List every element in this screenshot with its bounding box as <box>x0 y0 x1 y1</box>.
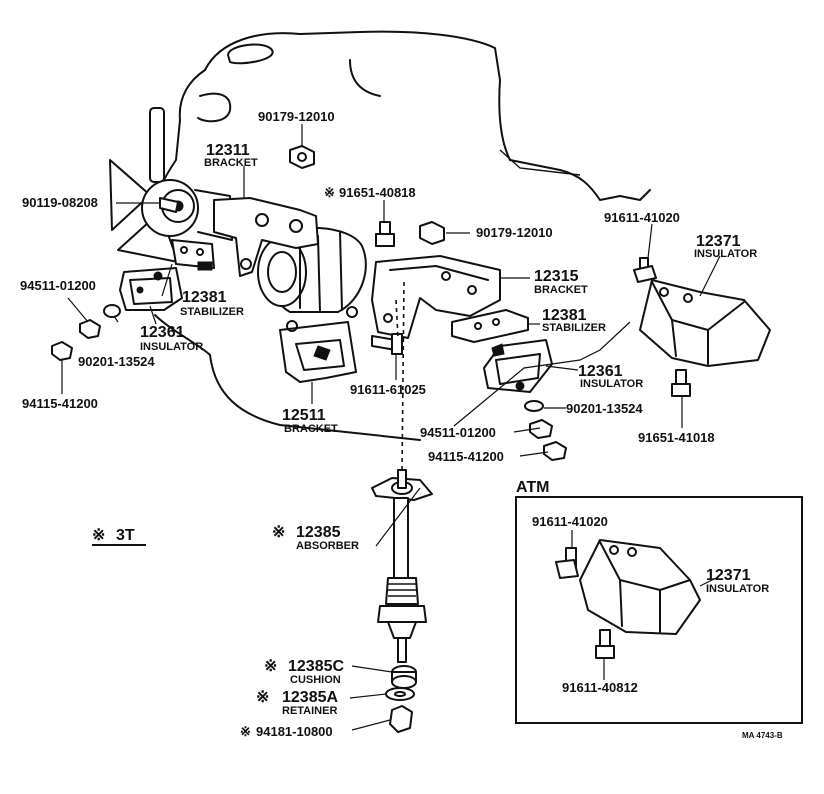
label-90201-13524-left: 90201-13524 <box>78 354 155 369</box>
star-mark-91651-40818: ※ <box>324 185 335 200</box>
star-mark-12385A: ※ <box>256 689 269 706</box>
label-atm-91611-41020: 91611-41020 <box>532 514 608 529</box>
label-12371: 12371 <box>696 233 741 250</box>
label-90119-08208: 90119-08208 <box>22 195 98 210</box>
insulator-12371 <box>639 279 771 367</box>
label-12385: 12385 <box>296 524 341 541</box>
star-mark-3t: ※ <box>92 527 105 544</box>
label-12381-left: 12381 <box>182 289 227 306</box>
label-12315: 12315 <box>534 268 579 285</box>
label-12371-insulator: INSULATOR <box>694 248 757 260</box>
label-atm-91611-40812: 91611-40812 <box>562 680 638 695</box>
stabilizer-12381-right <box>451 309 529 343</box>
star-mark-94181-10800: ※ <box>240 724 251 739</box>
label-atm-12371-insulator: INSULATOR <box>706 583 769 595</box>
label-12361-left: 12361 <box>140 324 185 341</box>
alternator <box>257 226 367 313</box>
label-91611-61025: 91611-61025 <box>350 382 426 397</box>
label-90179-12010-top: 90179-12010 <box>258 109 335 124</box>
bracket-12311 <box>213 197 319 277</box>
label-94511-01200-left: 94511-01200 <box>20 278 96 293</box>
insulator-12361-left <box>119 267 183 311</box>
labels: 90179-12010 12311 BRACKET ※ 91651-40818 … <box>20 109 783 740</box>
label-12311-bracket: BRACKET <box>204 157 258 169</box>
label-94115-41200-left: 94115-41200 <box>22 396 98 411</box>
label-12385A: 12385A <box>282 689 338 706</box>
cushion-12385C <box>391 665 417 689</box>
engine-block <box>154 30 651 441</box>
atm-bolt-91611-41020 <box>555 547 579 579</box>
label-12385C-cushion: CUSHION <box>290 674 341 686</box>
label-12361-insulator-right: INSULATOR <box>580 378 643 390</box>
reference-code: MA 4743-B <box>742 731 783 740</box>
label-atm-12371: 12371 <box>706 567 751 584</box>
leader-lines <box>61 124 721 731</box>
label-90179-12010-mid: 90179-12010 <box>476 225 553 240</box>
star-mark-12385: ※ <box>272 524 285 541</box>
label-12361-insulator-left: INSULATOR <box>140 341 203 353</box>
atm-box <box>515 496 803 724</box>
stabilizer-12381-left <box>171 239 215 271</box>
label-91611-41020-right: 91611-41020 <box>604 210 680 225</box>
fasteners <box>51 145 691 461</box>
label-12511: 12511 <box>282 407 326 424</box>
label-12381-stabilizer-right: STABILIZER <box>542 322 606 334</box>
label-12315-bracket: BRACKET <box>534 284 588 296</box>
label-91651-40818: 91651-40818 <box>339 185 416 200</box>
atm-insulator-12371 <box>579 539 701 635</box>
label-94115-41200-right: 94115-41200 <box>428 449 504 464</box>
nut-94181-10800 <box>389 705 413 733</box>
label-90201-13524-right: 90201-13524 <box>566 401 643 416</box>
label-12381-stabilizer-left: STABILIZER <box>180 306 244 318</box>
label-12361-right: 12361 <box>578 363 623 380</box>
atm-header: ATM <box>516 479 549 496</box>
retainer-12385A <box>385 687 415 701</box>
label-3t-variant: 3T <box>116 527 135 544</box>
atm-bolt-91611-40812 <box>595 629 615 659</box>
fan-pulley <box>109 107 233 263</box>
bracket-12511 <box>279 306 358 383</box>
star-mark-12385C: ※ <box>264 658 277 675</box>
label-94511-01200-right: 94511-01200 <box>420 425 496 440</box>
label-91651-41018: 91651-41018 <box>638 430 715 445</box>
label-12385A-retainer: RETAINER <box>282 705 337 717</box>
label-12385C: 12385C <box>288 658 344 675</box>
label-12385-absorber: ABSORBER <box>296 540 359 552</box>
label-94181-10800: 94181-10800 <box>256 724 333 739</box>
label-12311: 12311 <box>206 142 250 159</box>
label-12511-bracket: BRACKET <box>284 423 338 435</box>
label-12381-right: 12381 <box>542 307 587 324</box>
